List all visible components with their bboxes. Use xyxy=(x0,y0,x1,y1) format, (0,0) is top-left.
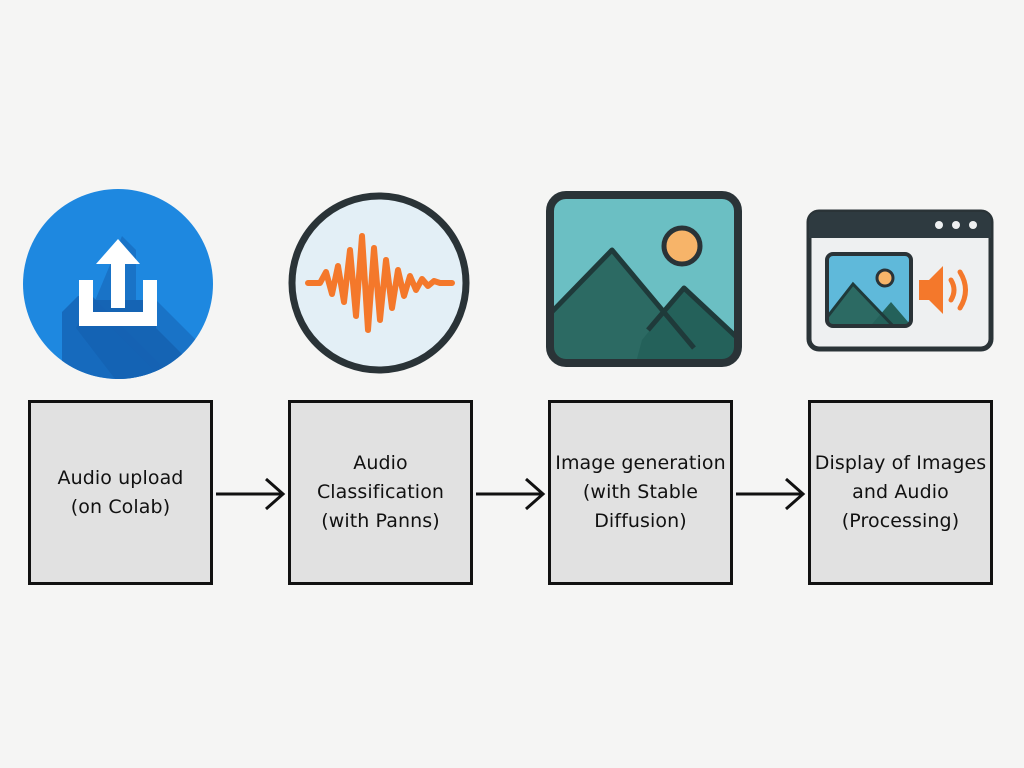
upload-icon xyxy=(23,189,213,379)
step-label: Image generation (with Stable Diffusion) xyxy=(555,452,726,532)
image-audio-display-icon xyxy=(806,209,994,352)
step-label: Audio Classification (with Panns) xyxy=(316,452,445,532)
step-box-audio-classification: Audio Classification (with Panns) xyxy=(288,400,473,585)
step-label: Audio upload (on Colab) xyxy=(57,466,184,518)
step-box-audio-upload: Audio upload (on Colab) xyxy=(28,400,213,585)
audio-waveform-icon xyxy=(288,192,470,374)
arrow-right-icon xyxy=(476,477,546,511)
arrow-right-icon xyxy=(736,477,806,511)
step-box-display: Display of Images and Audio (Processing) xyxy=(808,400,993,585)
arrow-right-icon xyxy=(216,477,286,511)
step-label: Display of Images and Audio (Processing) xyxy=(814,452,987,532)
landscape-image-icon xyxy=(546,191,742,367)
step-box-image-generation: Image generation (with Stable Diffusion) xyxy=(548,400,733,585)
